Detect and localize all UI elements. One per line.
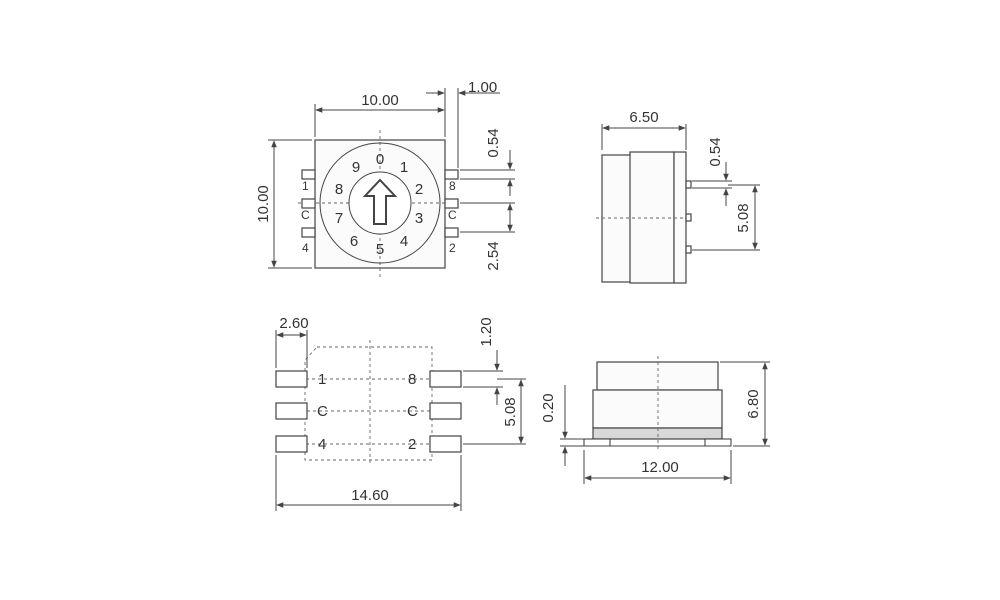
dimension-label: 5.08 xyxy=(502,397,519,426)
footprint-pad xyxy=(275,402,308,420)
side-view-pin xyxy=(685,213,692,222)
top-view-pin-label: C xyxy=(448,208,457,222)
footprint-pad xyxy=(275,370,308,388)
front-view: 0.20 6.80 12.00 xyxy=(540,356,770,484)
front-view-foot xyxy=(704,438,732,447)
dimension-label: 1.00 xyxy=(468,79,497,96)
top-view-pin-left-c xyxy=(301,198,316,209)
top-view-pin-label: 8 xyxy=(449,179,456,193)
dimension-label: 6.80 xyxy=(745,389,762,418)
top-view-pin-right-c xyxy=(444,198,459,209)
front-view-body xyxy=(592,427,723,440)
footprint-pad xyxy=(429,370,462,388)
dimension-label: 2.54 xyxy=(485,241,502,270)
dimension-label: 10.00 xyxy=(361,92,399,109)
front-view-foot xyxy=(583,438,611,447)
footprint-pin-label: C xyxy=(407,403,418,420)
footprint-pin-label: 8 xyxy=(408,371,416,388)
footprint-pin-label: 2 xyxy=(408,436,416,453)
footprint-pad xyxy=(275,435,308,453)
top-view-pin-label: 1 xyxy=(302,179,309,193)
dimension-label: 0.54 xyxy=(485,128,502,157)
footprint-pin-label: C xyxy=(317,403,328,420)
dimension-label: 0.20 xyxy=(540,393,557,422)
dial-digit: 7 xyxy=(335,210,343,227)
dimension-label: 0.54 xyxy=(707,137,724,166)
dial-digit: 8 xyxy=(335,181,343,198)
dimension-label: 1.20 xyxy=(478,317,495,346)
side-view: 6.50 0.54 5.08 xyxy=(596,109,760,284)
footprint-pin-label: 4 xyxy=(318,436,326,453)
dimension-label: 14.60 xyxy=(351,487,389,504)
front-view-body xyxy=(596,361,719,391)
top-view-pin-label: 4 xyxy=(302,241,309,255)
dimension-label: 2.60 xyxy=(279,315,308,332)
front-view-body xyxy=(592,389,723,429)
footprint-view: 1 C 4 8 C 2 2.60 1.20 5.08 14.60 xyxy=(275,315,526,511)
footprint-pad xyxy=(429,402,462,420)
dial-digit: 6 xyxy=(350,233,358,250)
dial-digit: 2 xyxy=(415,181,423,198)
side-view-pin xyxy=(685,245,692,254)
top-view-pin-label: C xyxy=(301,208,310,222)
top-view-pin-right-8 xyxy=(444,169,459,180)
top-view-pin-left-1 xyxy=(301,169,316,180)
dimension-label: 5.08 xyxy=(735,203,752,232)
footprint-pad xyxy=(429,435,462,453)
dial-digit: 4 xyxy=(400,233,408,250)
dimension-label: 12.00 xyxy=(641,459,679,476)
dial-digit: 5 xyxy=(376,241,384,258)
side-view-body xyxy=(673,151,687,284)
footprint-pin-label: 1 xyxy=(318,371,326,388)
dial-digit: 3 xyxy=(415,210,423,227)
side-view-pin xyxy=(685,180,692,189)
dial-digit: 9 xyxy=(352,159,360,176)
dimension-label: 10.00 xyxy=(255,185,272,223)
dial-digit: 0 xyxy=(376,151,384,168)
top-view-pin-right-2 xyxy=(444,227,459,238)
dial-digit-group: 0 1 2 3 4 5 6 7 8 9 xyxy=(335,151,423,258)
top-view-pin-left-4 xyxy=(301,227,316,238)
dial-digit: 1 xyxy=(400,159,408,176)
rotary-dial-outer xyxy=(319,142,441,264)
side-view-body xyxy=(629,151,675,284)
dimension-label: 6.50 xyxy=(629,109,658,126)
top-view: 1 C 4 8 C 2 0 1 2 3 4 5 6 7 8 9 10.00 1.… xyxy=(255,79,515,280)
side-view-body xyxy=(601,154,633,283)
top-view-pin-label: 2 xyxy=(449,241,456,255)
arrow-icon xyxy=(362,178,398,225)
